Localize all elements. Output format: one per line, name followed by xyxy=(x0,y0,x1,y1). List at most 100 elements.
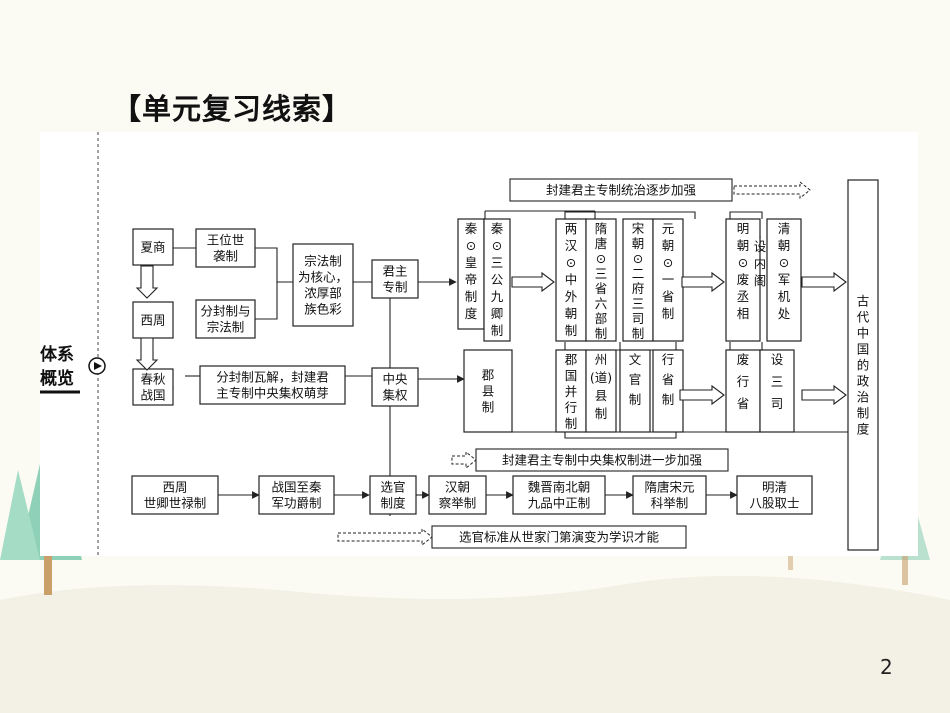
column-char: 九 xyxy=(491,289,504,304)
column-box xyxy=(555,218,587,342)
column-box xyxy=(652,349,684,433)
column-char: 行 xyxy=(662,352,675,367)
column-char: 相 xyxy=(737,306,750,321)
node-box xyxy=(632,475,707,515)
node-label: 汉朝 xyxy=(445,480,470,495)
node-label: 制 xyxy=(482,400,495,415)
column-char: 卿 xyxy=(491,306,504,321)
column-char: 朝 xyxy=(778,238,791,253)
column-char: 省 xyxy=(737,396,750,411)
down-circle-icon: ⊙ xyxy=(779,255,789,270)
node-xiashang: 夏商 xyxy=(132,228,174,266)
column-char: 司 xyxy=(771,396,784,411)
column-char: 机 xyxy=(778,289,791,304)
node-box xyxy=(131,475,219,515)
column-char: 省 xyxy=(662,289,675,304)
column-she_sansi: 设三司 xyxy=(759,349,795,433)
column-char: 唐 xyxy=(595,236,608,251)
column-char: 明 xyxy=(737,221,750,236)
banner-middle: 封建君主专制中央集权制进一步加强 xyxy=(451,448,729,472)
column-char: 外 xyxy=(565,289,578,304)
node-label: 治 xyxy=(857,390,870,405)
node-zhongyang: 中央集权 xyxy=(371,367,419,407)
column-char: 官 xyxy=(629,372,642,387)
connector-line xyxy=(729,211,763,219)
column-char: 秦 xyxy=(491,221,504,236)
column-box xyxy=(725,218,761,342)
node-label: 军功爵制 xyxy=(271,496,321,511)
column-char: 制 xyxy=(565,323,578,338)
node-box xyxy=(195,299,256,339)
column-char: 司 xyxy=(632,311,645,326)
column-char: 行 xyxy=(737,374,750,389)
column-char: (道) xyxy=(590,370,612,385)
column-wenguan: 文官制 xyxy=(619,349,651,433)
column-char: 州 xyxy=(595,352,608,367)
column-xingsheng: 行省制 xyxy=(652,349,684,433)
column-char: 废 xyxy=(737,272,750,287)
node-label: 西周 xyxy=(140,313,165,328)
node-box xyxy=(847,179,879,551)
column-char: 阁 xyxy=(754,273,767,288)
connector-line xyxy=(255,281,293,320)
node-label: 夏商 xyxy=(140,240,165,255)
column-char: 三 xyxy=(491,255,504,270)
node-box xyxy=(132,228,174,266)
hollow-right-arrow xyxy=(801,384,847,406)
column-char: 郡 xyxy=(565,352,578,367)
node-label: 春秋 xyxy=(140,372,166,387)
column-char: 省 xyxy=(662,372,675,387)
column-box xyxy=(457,218,485,330)
node-box xyxy=(428,475,487,515)
connector-line xyxy=(255,247,293,283)
node-box xyxy=(199,365,346,405)
side-label-line: 体系 xyxy=(40,344,74,365)
column-char: 废 xyxy=(737,352,750,367)
node-label: 察举制 xyxy=(439,496,477,511)
column-char: 三 xyxy=(595,266,608,281)
node-label: 九品中正制 xyxy=(528,496,591,511)
node-label: 集权 xyxy=(382,388,408,403)
node-label: 君主 xyxy=(382,264,407,279)
hollow-down-arrow xyxy=(135,265,159,299)
column-char: 内 xyxy=(754,256,767,271)
column-char: 宋 xyxy=(632,221,645,236)
node-label: 战国至秦 xyxy=(271,480,322,495)
column-char: 中 xyxy=(565,272,578,287)
node-junxian: 郡县制 xyxy=(463,349,513,433)
side-label-line: 概览 xyxy=(40,368,74,389)
node-label: 魏晋南北朝 xyxy=(528,480,591,495)
node-box xyxy=(292,243,354,327)
node-label: 宗法制 xyxy=(304,254,342,269)
node-label: 为核心， xyxy=(298,270,348,285)
node-box xyxy=(258,475,335,515)
column-yuan: 元朝⊙一省制 xyxy=(652,218,684,342)
down-circle-icon: ⊙ xyxy=(492,238,502,253)
node-label: 制度 xyxy=(380,496,406,511)
play-triangle-icon xyxy=(94,362,102,370)
page-number: 2 xyxy=(880,655,893,679)
column-ming_a: 明朝⊙废丞相 xyxy=(725,218,761,342)
node-box xyxy=(369,475,417,515)
column-box xyxy=(766,218,802,342)
column-char: 制 xyxy=(662,306,675,321)
column-char: 制 xyxy=(595,406,608,421)
column-char: 朝 xyxy=(737,238,750,253)
column-char: 并 xyxy=(565,384,578,399)
node-box xyxy=(371,367,419,407)
node-label: 中央 xyxy=(382,372,408,387)
column-box xyxy=(555,349,587,433)
node-xizhou1: 西周 xyxy=(132,301,174,339)
column-char: 皇 xyxy=(465,255,478,270)
column-char: 清 xyxy=(778,221,791,236)
column-char: 行 xyxy=(565,400,578,415)
column-char: 秦 xyxy=(465,221,478,236)
